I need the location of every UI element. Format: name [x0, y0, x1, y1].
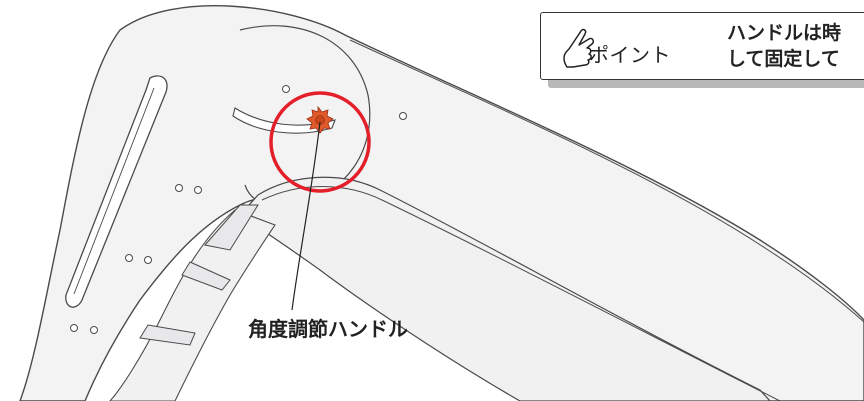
- point-text: ハンドルは時 して固定して: [727, 20, 841, 72]
- seat-base: [239, 176, 771, 401]
- back-rest-rim: [349, 39, 864, 323]
- angle-arc-slot: [232, 107, 336, 134]
- leader-line: [291, 121, 321, 311]
- seat-rim: [261, 186, 781, 401]
- point-box: ポイント ハンドルは時 して固定して: [540, 12, 864, 88]
- hole: [90, 326, 98, 334]
- holes: [70, 85, 407, 334]
- highlight-ring: [269, 91, 371, 193]
- angle-handle-knob: [306, 105, 334, 134]
- point-label: ポイント: [589, 43, 671, 67]
- hole: [144, 256, 152, 264]
- leg-front: [109, 209, 276, 401]
- hole: [399, 112, 407, 120]
- hole: [70, 324, 78, 332]
- point-text-line-1: ハンドルは時: [727, 22, 842, 44]
- fin-2: [181, 261, 231, 291]
- fin-3: [139, 324, 196, 346]
- hole: [194, 186, 202, 194]
- hole: [282, 85, 290, 93]
- hole: [175, 184, 183, 192]
- side-slot-inner: [73, 87, 155, 295]
- hole: [125, 254, 133, 262]
- fin-1: [204, 204, 259, 251]
- angle-handle-callout: 角度調節ハンドル: [248, 317, 408, 341]
- point-text-line-2: して固定して: [727, 48, 840, 70]
- point-box-body: ポイント ハンドルは時 して固定して: [540, 12, 864, 80]
- pointing-hand-icon: [563, 28, 594, 68]
